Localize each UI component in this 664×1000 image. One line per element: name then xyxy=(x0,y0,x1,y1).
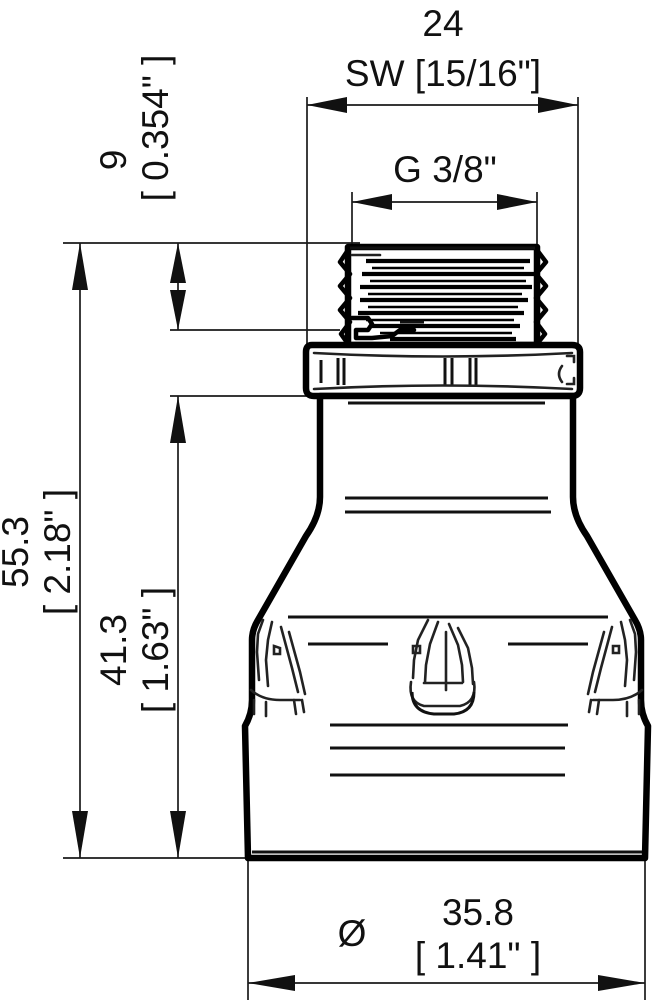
overall-height-imperial-label: [ 2.18" ] xyxy=(37,489,78,615)
cup-diameter-dimension xyxy=(248,975,645,991)
diameter-symbol-label: Ø xyxy=(338,913,367,954)
thread-length-imperial-label: [ 0.354" ] xyxy=(135,55,176,202)
hex-width-metric-label: 24 xyxy=(422,3,463,44)
body-height-metric-label: 41.3 xyxy=(93,614,134,686)
thread-hatch-lines xyxy=(358,258,534,342)
suction-cup-part xyxy=(241,243,652,862)
threaded-stem xyxy=(337,243,549,349)
thread-size-dimension xyxy=(352,194,537,210)
overall-height-dimension xyxy=(72,243,88,858)
hex-width-dimension xyxy=(307,97,578,113)
diameter-metric-label: 35.8 xyxy=(442,892,514,933)
overall-height-metric-label: 55.3 xyxy=(0,516,36,588)
body-height-dimension xyxy=(170,396,186,858)
diameter-imperial-label: [ 1.41" ] xyxy=(415,935,541,976)
body-height-imperial-label: [ 1.63" ] xyxy=(135,587,176,713)
bellows-fold-left xyxy=(249,618,307,718)
hex-width-imperial-label: SW [15/16"] xyxy=(345,53,541,94)
bellows-fold-right xyxy=(586,618,644,718)
thread-spec-label: G 3/8" xyxy=(393,149,497,190)
hex-nut xyxy=(302,341,584,400)
bell-body xyxy=(241,392,652,862)
thread-length-dimension xyxy=(170,243,186,330)
thread-length-metric-label: 9 xyxy=(93,150,134,171)
bellows-fold-center xyxy=(409,618,476,716)
